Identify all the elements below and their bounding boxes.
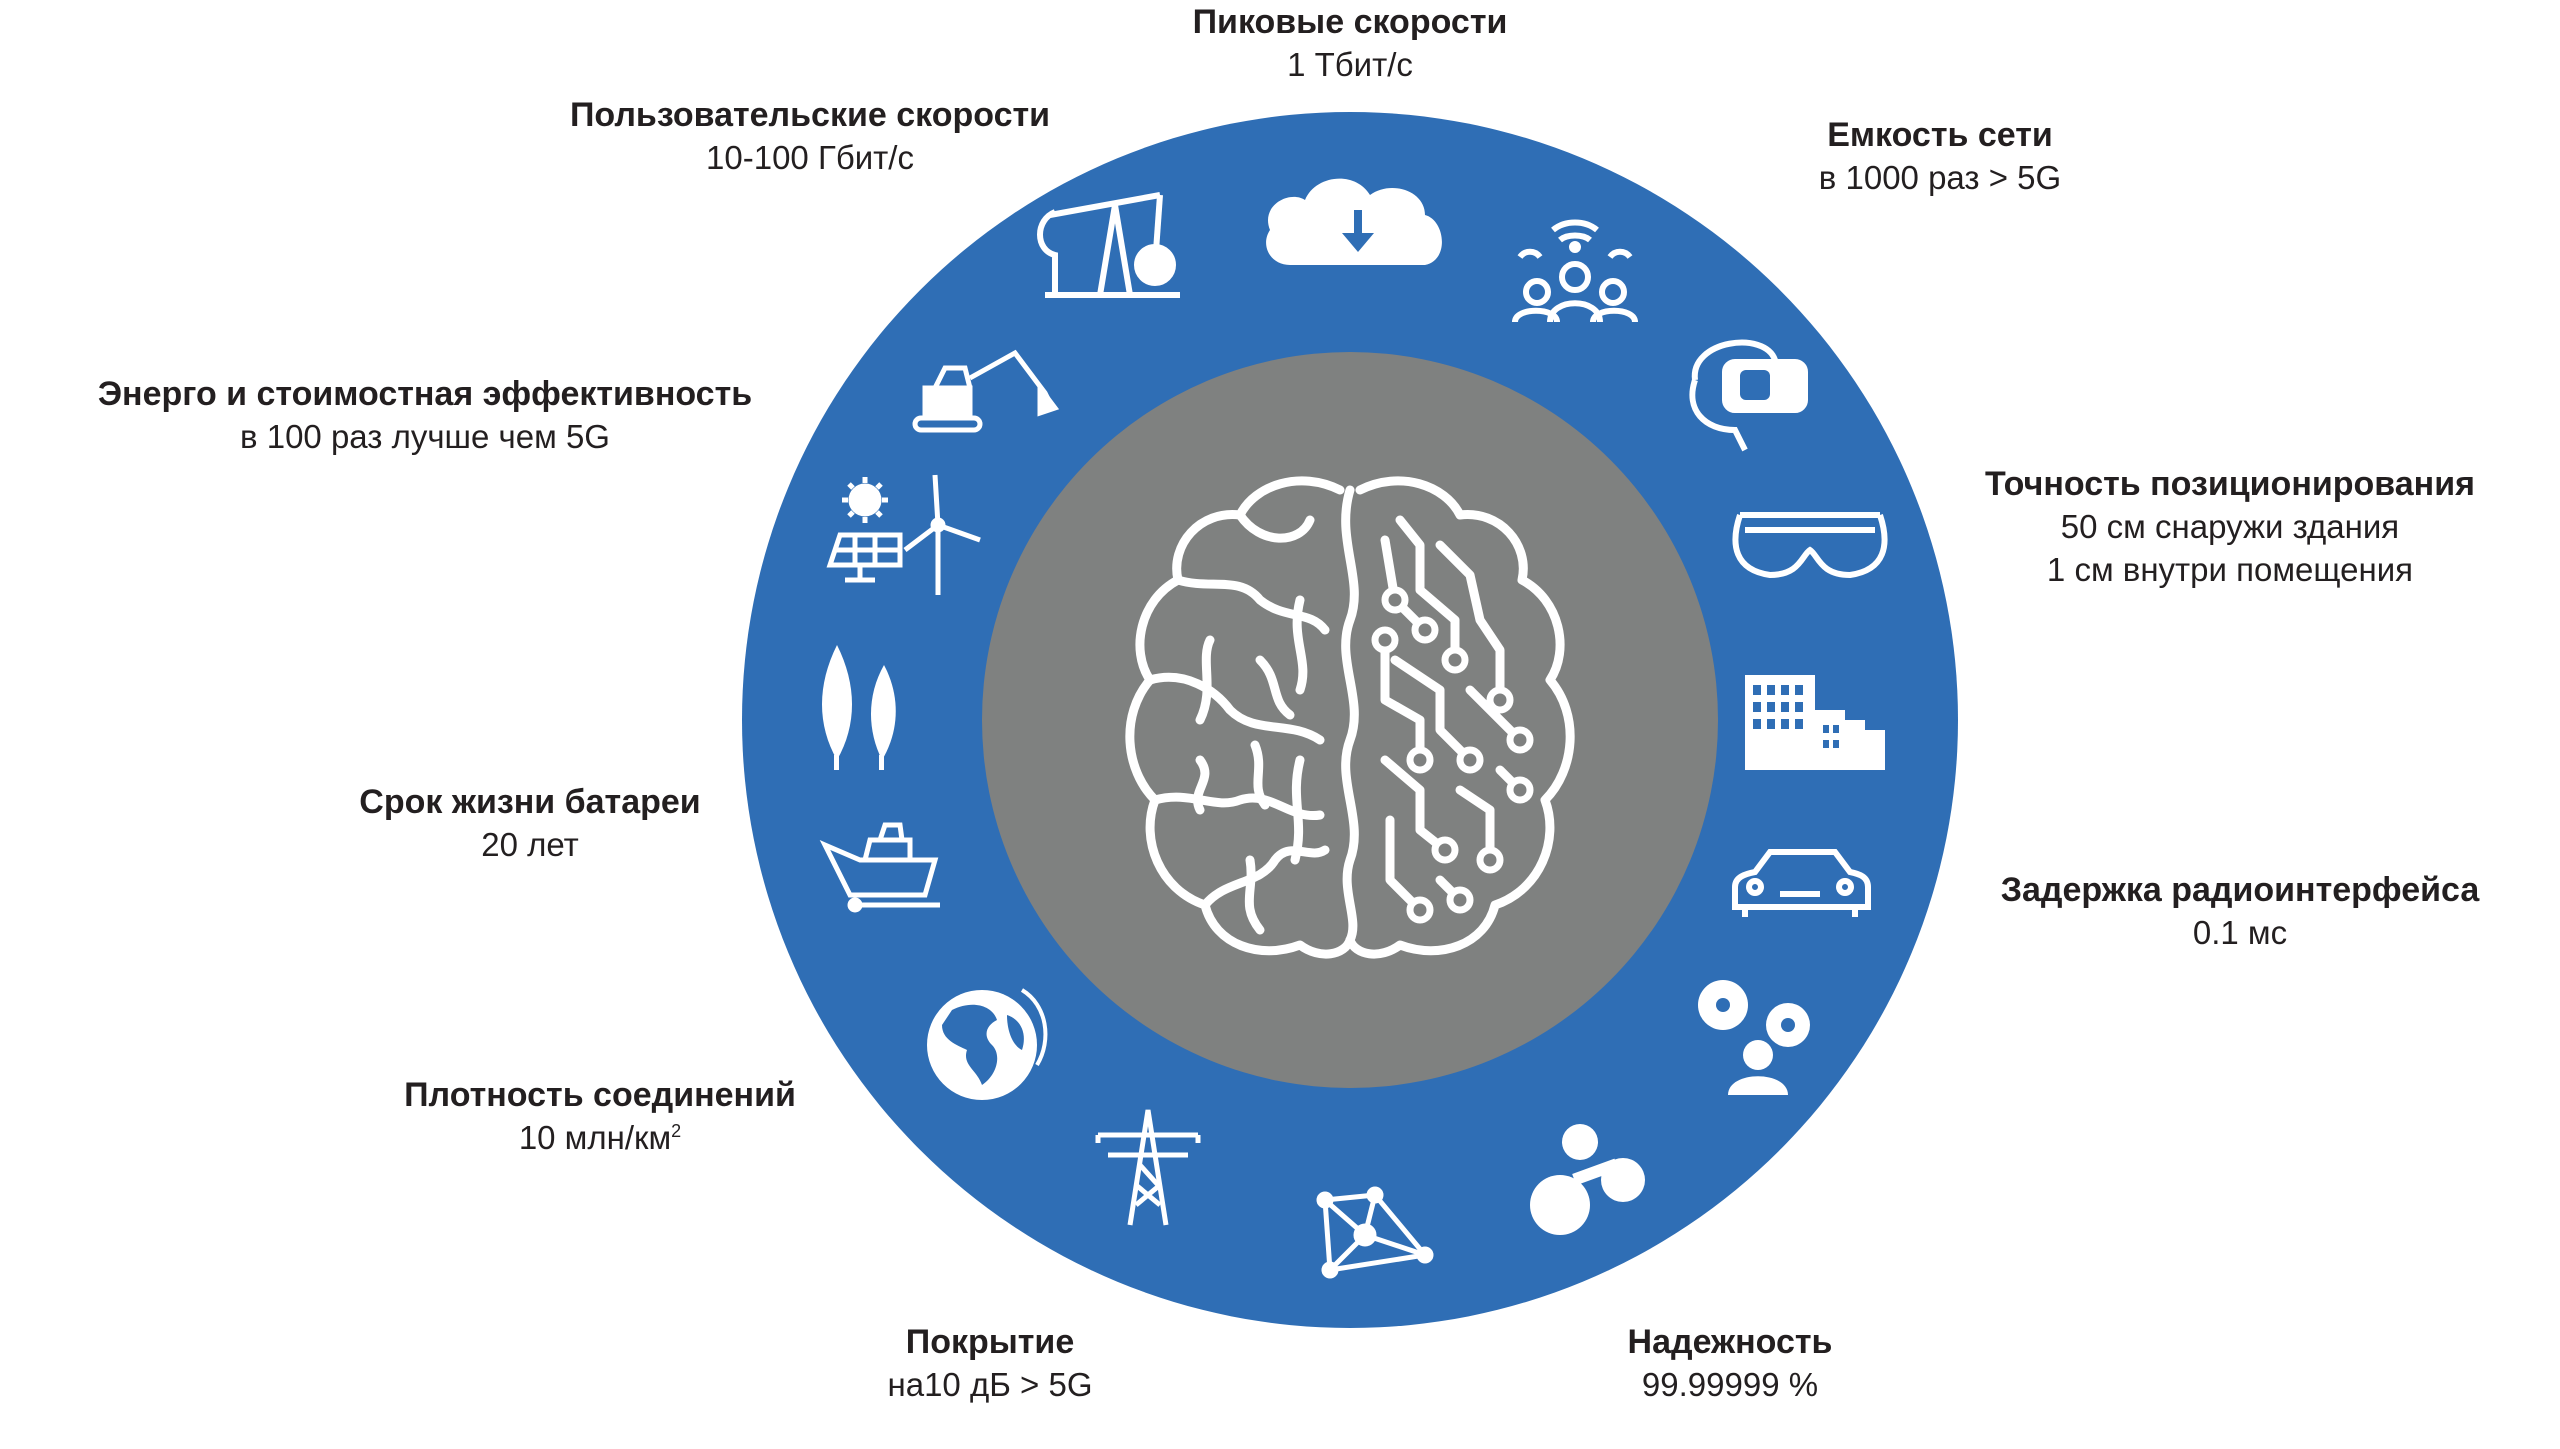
metric-value-2: 1 см внутри помещения — [2046, 551, 2414, 589]
metric-title: Энерго и стоимостная эффективность — [97, 375, 753, 413]
car-icon — [1732, 849, 1871, 917]
metric-value: в 1000 раз > 5G — [1818, 159, 2062, 197]
brain-circuit-nodes — [1371, 586, 1534, 924]
metric-title: Срок жизни батареи — [359, 783, 701, 821]
metric-energy: Энерго и стоимостная эффективность в 100… — [60, 372, 790, 459]
mesh-network-icon — [1316, 1186, 1434, 1279]
metric-value: 0.1 мс — [2192, 914, 2288, 952]
metric-latency: Задержка радиоинтерфейса 0.1 мс — [1960, 868, 2520, 955]
metric-density: Плотность соединений 10 млн/км2 — [360, 1073, 840, 1160]
metric-positioning: Точность позиционирования 50 см снаружи … — [1940, 462, 2520, 592]
ship-icon — [819, 822, 940, 913]
power-tower-icon — [1095, 1109, 1201, 1226]
metric-title: Точность позиционирования — [1985, 465, 2475, 503]
robot-arm-icon — [1698, 980, 1810, 1095]
molecule-icon — [1530, 1124, 1645, 1235]
metric-value: в 100 раз лучше чем 5G — [240, 418, 610, 456]
solar-wind-icon — [826, 474, 981, 595]
factory-icon — [1745, 675, 1885, 770]
metric-title: Надежность — [1627, 1323, 1833, 1361]
metric-reliability: Надежность 99.99999 % — [1530, 1320, 1930, 1407]
metric-title: Плотность соединений — [404, 1076, 796, 1114]
metric-value: 10-100 Гбит/с — [706, 139, 914, 177]
metric-value: 50 см снаружи здания — [2060, 508, 2400, 546]
metric-title: Емкость сети — [1827, 116, 2053, 154]
metric-title: Покрытие — [905, 1323, 1075, 1361]
metric-value: на10 дБ > 5G — [887, 1366, 1093, 1404]
metric-value: 99.99999 % — [1641, 1366, 1819, 1404]
cloud-download-icon — [1266, 178, 1442, 265]
wheat-icon — [822, 645, 896, 770]
metric-battery: Срок жизни батареи 20 лет — [290, 780, 770, 867]
people-network-icon — [1512, 219, 1638, 323]
excavator-icon — [912, 349, 1060, 433]
metric-user: Пользовательские скорости 10-100 Гбит/с — [520, 93, 1100, 180]
metric-peak: Пиковые скорости 1 Тбит/с — [1130, 0, 1570, 87]
metric-title: Задержка радиоинтерфейса — [2000, 871, 2480, 909]
metric-value: 1 Тбит/с — [1287, 46, 1413, 84]
metric-value-sup: 2 — [671, 1121, 682, 1142]
vr-headset-icon — [1689, 339, 1808, 452]
brain-circuit-icon — [1125, 476, 1575, 959]
metric-value-text: 10 млн/км — [518, 1119, 672, 1157]
metric-title: Пользовательские скорости — [569, 96, 1051, 134]
metric-coverage: Покрытие на10 дБ > 5G — [790, 1320, 1190, 1407]
smart-glasses-icon — [1732, 512, 1888, 579]
metric-value: 20 лет — [481, 826, 579, 864]
metric-title: Пиковые скорости — [1192, 3, 1508, 41]
oil-pump-icon — [1037, 192, 1180, 298]
metric-value: 10 млн/км2 — [360, 1117, 840, 1160]
metric-capacity: Емкость сети в 1000 раз > 5G — [1730, 113, 2150, 200]
globe-icon — [927, 988, 1048, 1100]
